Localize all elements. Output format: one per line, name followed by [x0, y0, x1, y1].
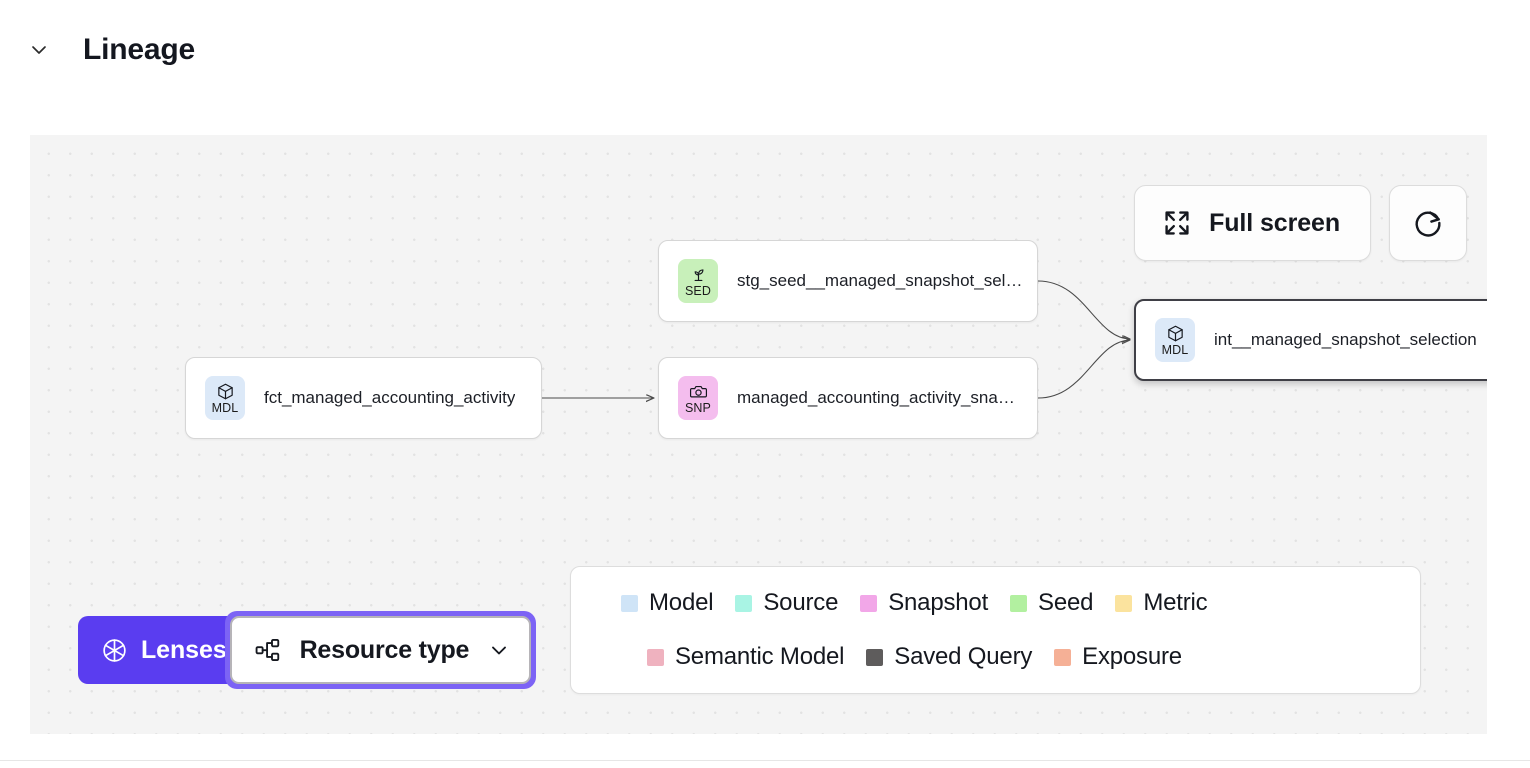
- legend-item-snapshot[interactable]: Snapshot: [860, 589, 988, 617]
- chevron-down-icon[interactable]: [22, 33, 56, 67]
- expand-icon: [1161, 207, 1193, 239]
- fullscreen-button[interactable]: Full screen: [1134, 185, 1371, 261]
- legend-swatch-snapshot: [860, 594, 878, 612]
- legend-label: Seed: [1038, 589, 1094, 616]
- legend-label: Source: [763, 589, 839, 616]
- aperture-icon: [101, 637, 128, 664]
- hierarchy-icon: [254, 636, 282, 664]
- cube-icon: [1166, 324, 1185, 343]
- node-type-badge-model: MDL: [1155, 318, 1195, 362]
- node-type-badge-seed: SED: [678, 259, 718, 303]
- lenses-button[interactable]: Lenses: [78, 616, 249, 684]
- chevron-down-icon: [487, 638, 511, 662]
- legend-item-source[interactable]: Source: [735, 589, 838, 617]
- legend-item-exposure[interactable]: Exposure: [1054, 643, 1182, 671]
- node-label: stg_seed__managed_snapshot_selecti...: [737, 271, 1023, 290]
- node-badge-abbr: MDL: [211, 400, 239, 415]
- node-label: fct_managed_accounting_activity: [264, 388, 516, 407]
- cube-icon: [216, 382, 235, 401]
- legend-swatch-source: [735, 594, 753, 612]
- page-title: Lineage: [83, 33, 195, 66]
- node-type-badge-model: MDL: [205, 376, 245, 420]
- lineage-node-seed-stg[interactable]: SED stg_seed__managed_snapshot_selecti..…: [658, 240, 1038, 322]
- legend-label: Metric: [1143, 589, 1208, 616]
- legend-row-secondary: Semantic Model Saved Query Exposure: [599, 643, 1392, 671]
- lineage-canvas[interactable]: Full screen MDL fct_managed_accounti: [30, 135, 1487, 734]
- legend-swatch-saved-query: [866, 648, 884, 666]
- legend-label: Exposure: [1082, 643, 1182, 670]
- canvas-toolbar: Full screen: [1134, 185, 1467, 261]
- legend-row-primary: Model Source Snapshot Seed Metric: [599, 589, 1392, 617]
- legend-item-model[interactable]: Model: [621, 589, 714, 617]
- refresh-icon: [1411, 206, 1445, 240]
- legend-label: Semantic Model: [675, 643, 845, 670]
- legend-swatch-seed: [1010, 594, 1028, 612]
- node-label: int__managed_snapshot_selection: [1214, 330, 1477, 349]
- lineage-node-snapshot[interactable]: SNP managed_accounting_activity_snapshot: [658, 357, 1038, 439]
- legend-item-semantic-model[interactable]: Semantic Model: [647, 643, 844, 671]
- legend-swatch-semantic-model: [647, 648, 664, 666]
- legend-swatch-model: [621, 594, 638, 612]
- camera-icon: [689, 382, 708, 401]
- legend-item-saved-query[interactable]: Saved Query: [866, 643, 1032, 671]
- lineage-node-model-int-selected[interactable]: MDL int__managed_snapshot_selection: [1134, 299, 1487, 381]
- legend-label: Saved Query: [894, 643, 1033, 670]
- node-type-badge-snapshot: SNP: [678, 376, 718, 420]
- legend-label: Model: [649, 589, 714, 616]
- lineage-legend: Model Source Snapshot Seed Metric: [570, 566, 1421, 694]
- legend-item-metric[interactable]: Metric: [1115, 589, 1208, 617]
- legend-label: Snapshot: [888, 589, 989, 616]
- node-label: managed_accounting_activity_snapshot: [737, 388, 1023, 407]
- refresh-button[interactable]: [1389, 185, 1467, 261]
- node-badge-abbr: SNP: [684, 400, 711, 415]
- legend-swatch-exposure: [1054, 648, 1072, 666]
- node-badge-abbr: SED: [684, 283, 711, 298]
- fullscreen-button-label: Full screen: [1209, 208, 1340, 237]
- legend-item-seed[interactable]: Seed: [1010, 589, 1094, 617]
- resource-type-focus-ring: Resource type: [224, 611, 537, 689]
- resource-type-dropdown[interactable]: Resource type: [229, 616, 532, 684]
- node-badge-abbr: MDL: [1161, 342, 1189, 357]
- bottom-divider: [0, 760, 1530, 761]
- resource-type-label: Resource type: [299, 635, 470, 664]
- legend-swatch-metric: [1115, 594, 1133, 612]
- lenses-button-label: Lenses: [141, 635, 227, 664]
- lenses-control-group: Lenses Resource type: [78, 611, 537, 689]
- lineage-section-header: Lineage: [0, 0, 1530, 100]
- lineage-node-model-fct[interactable]: MDL fct_managed_accounting_activity: [185, 357, 542, 439]
- sprout-icon: [689, 265, 708, 284]
